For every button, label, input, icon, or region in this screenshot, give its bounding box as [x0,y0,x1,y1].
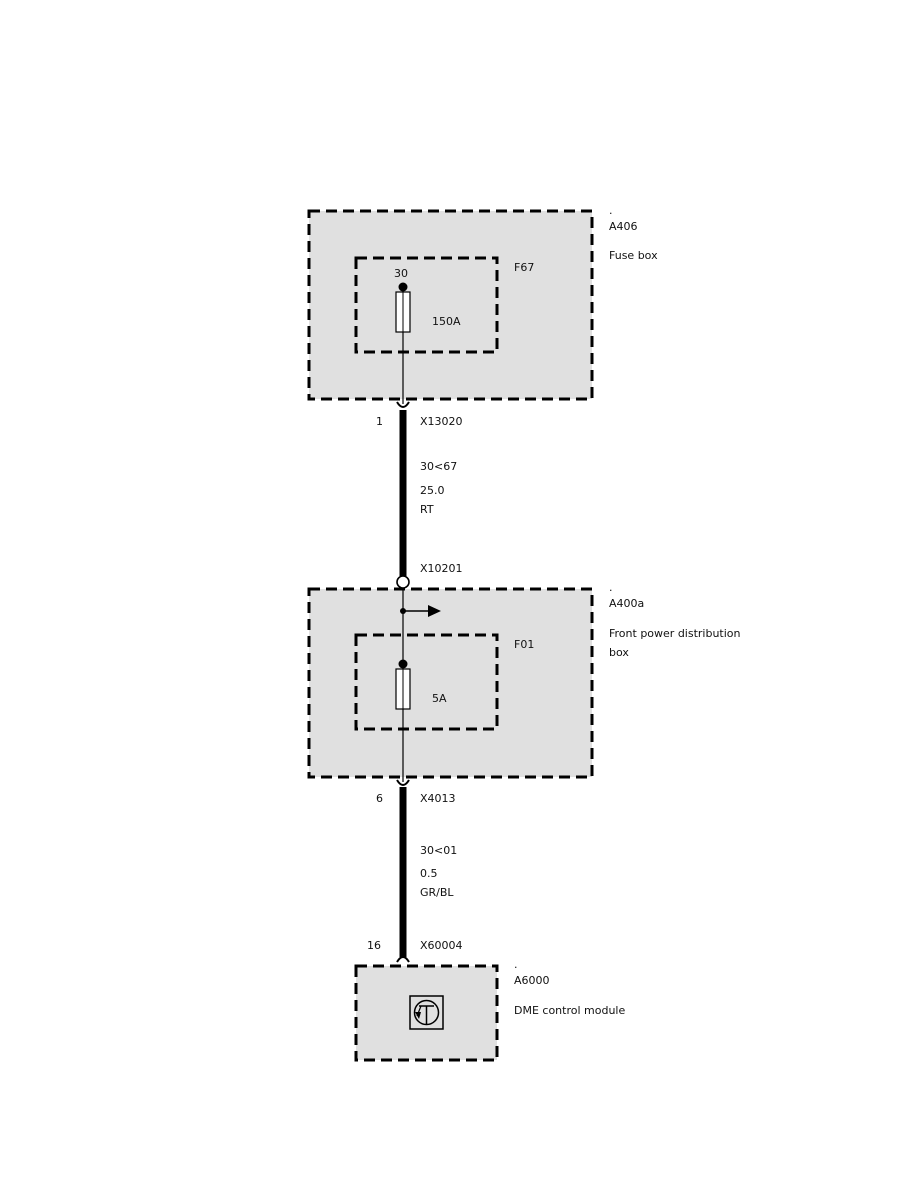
connector-x13020-id: X13020 [420,415,463,428]
fuse-f01-rating: 5A [432,692,447,705]
transistor-icon [409,995,444,1030]
front-power-distribution-box-a400a [307,587,594,779]
pdb-id: A400a [609,597,644,610]
connector-x13020-pin: 1 [376,415,383,428]
connector-x60004-symbol [396,956,410,963]
fuse-f67-id: F67 [514,261,534,274]
connector-x4013-pin: 6 [376,792,383,805]
connector-x4013-symbol [396,779,410,786]
connector-x10201-id: X10201 [420,562,463,575]
connector-x60004-pin: 16 [367,939,381,952]
fuse-f67-rating: 150A [432,315,461,328]
wire-2-size: 0.5 [420,867,438,880]
wire-2-color: GR/BL [420,886,454,899]
dme-marker: . [514,958,518,971]
connector-x4013-id: X4013 [420,792,456,805]
wire-1-circuit: 30<67 [420,460,457,473]
fuse-f01-id: F01 [514,638,534,651]
fuse-box-marker: . [609,204,613,217]
pdb-marker: . [609,581,613,594]
connector-x13020-symbol [396,401,410,408]
fuse-box-name: Fuse box [609,249,658,262]
fuse-f01-frame [354,633,499,731]
pdb-name-line1: Front power distribution [609,627,741,640]
fuse-box-a406 [307,209,594,401]
pdb-name-line2: box [609,646,629,659]
wire-1-size: 25.0 [420,484,445,497]
fuse-box-id: A406 [609,220,638,233]
fuse-f67-pin: 30 [394,267,408,280]
wire-2-circuit: 30<01 [420,844,457,857]
connector-x60004-id: X60004 [420,939,463,952]
dme-id: A6000 [514,974,550,987]
dme-name: DME control module [514,1004,625,1017]
fuse-f67-frame [354,256,499,354]
branch-arrow-icon [428,605,441,617]
wire-1-color: RT [420,503,434,516]
connector-x10201-symbol [396,575,410,589]
